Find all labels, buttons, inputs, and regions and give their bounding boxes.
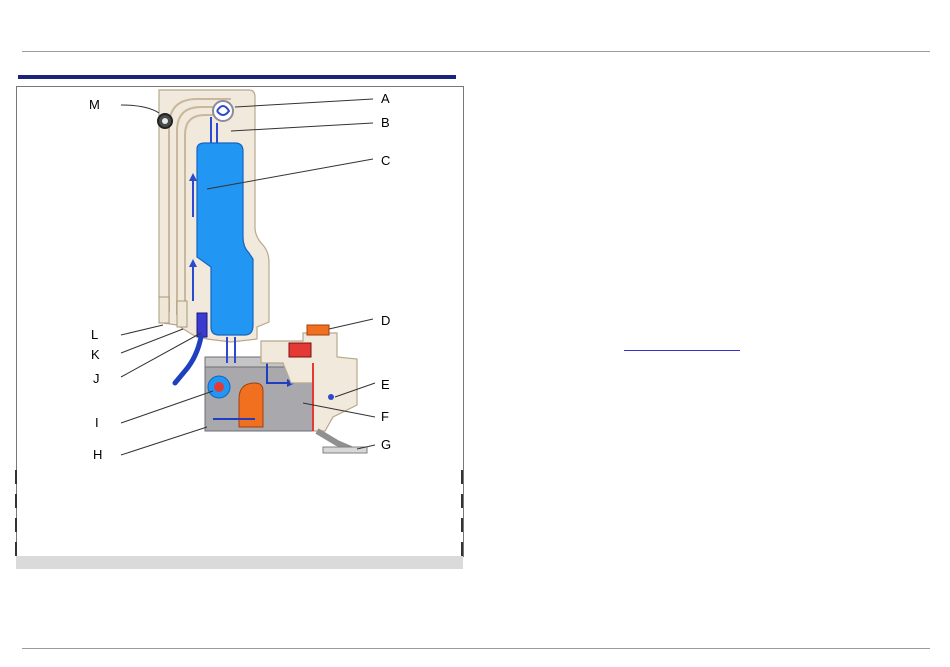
stem-l [159, 297, 169, 323]
pump-i-core [214, 382, 224, 392]
stem-k [177, 301, 187, 327]
label-j: J [93, 371, 100, 386]
label-i: I [95, 415, 99, 430]
footer-rule [22, 648, 930, 649]
header-rule [22, 51, 930, 52]
leader-m [121, 105, 159, 113]
label-b: B [381, 115, 390, 130]
hyperlink-underline[interactable] [624, 350, 740, 351]
label-e: E [381, 377, 390, 392]
label-c: C [381, 153, 390, 168]
figure-caption-strip [16, 556, 463, 569]
impeller-h [239, 383, 263, 427]
valve-j [197, 313, 207, 337]
frame-tick [461, 542, 463, 556]
label-a: A [381, 91, 390, 106]
drain-g [317, 431, 351, 449]
frame-tick [15, 542, 17, 556]
inlet-hose [175, 337, 201, 383]
leader-i [121, 391, 213, 423]
element-d-body [289, 343, 311, 357]
frame-tick [461, 518, 463, 532]
label-k: K [91, 347, 100, 362]
boiler-diagram: A B C D E F G H I J K L M [17, 87, 463, 557]
leader-j [121, 333, 201, 377]
label-d: D [381, 313, 390, 328]
label-h: H [93, 447, 102, 462]
frame-tick [15, 494, 17, 508]
label-f: F [381, 409, 389, 424]
leader-a [235, 99, 373, 107]
leader-l [121, 325, 163, 335]
label-m: M [89, 97, 100, 112]
leader-h [121, 427, 207, 455]
frame-tick [461, 494, 463, 508]
frame-tick [461, 470, 463, 484]
valve-m-core [162, 118, 168, 124]
frame-tick [15, 470, 17, 484]
knob-e [328, 394, 334, 400]
leader-d [329, 319, 373, 329]
section-accent-bar [18, 75, 456, 79]
label-g: G [381, 437, 391, 452]
label-l: L [91, 327, 98, 342]
element-d [307, 325, 329, 335]
boiler-diagram-frame: A B C D E F G H I J K L M [16, 86, 464, 557]
frame-tick [15, 518, 17, 532]
